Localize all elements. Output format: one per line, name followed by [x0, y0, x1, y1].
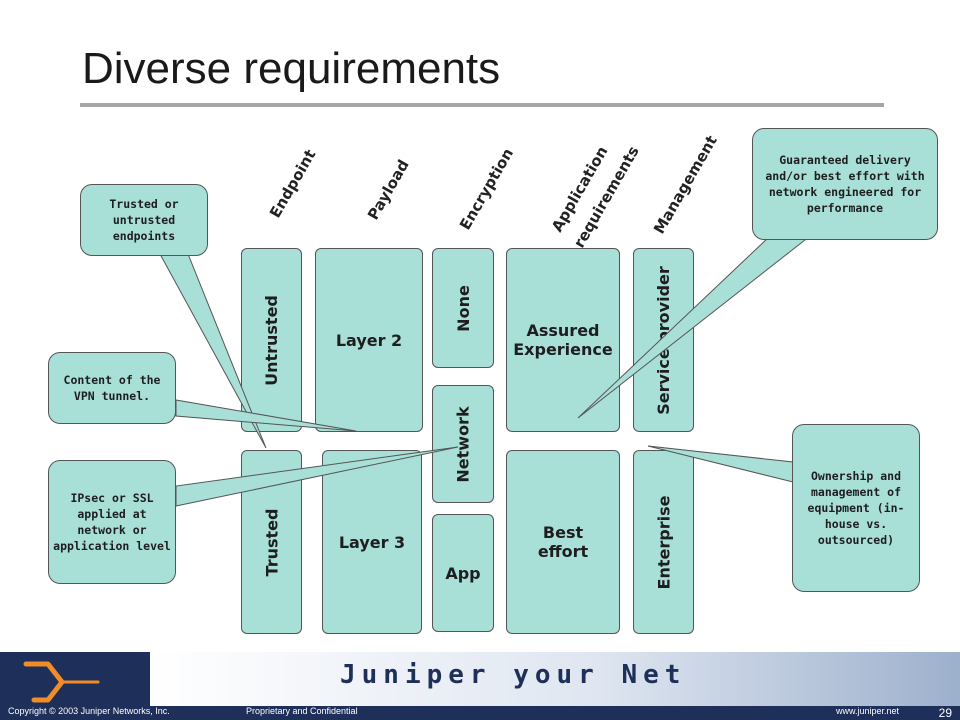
callout-ipsec-ssl: IPsec or SSL applied at network or appli…	[48, 460, 176, 584]
title-divider	[80, 103, 884, 107]
box-layer-3-label: Layer 3	[338, 532, 406, 552]
callout-guaranteed-delivery: Guaranteed delivery and/or best effort w…	[752, 128, 938, 240]
box-best-line2: effort	[537, 542, 589, 561]
callout-ownership: Ownership and management of equipment (i…	[792, 424, 920, 592]
box-best-line1: Best	[542, 523, 584, 542]
footer-bottom-bar	[0, 706, 960, 720]
box-best-effort: Best effort	[506, 450, 620, 634]
box-layer-3: Layer 3	[322, 450, 422, 634]
pointer-vpn-content	[175, 399, 357, 432]
pointer-guaranteed-delivery	[577, 235, 812, 419]
box-layer-2-label: Layer 2	[335, 330, 403, 350]
box-assured-line2: Experience	[513, 340, 613, 359]
footer-website: www.juniper.net	[836, 706, 900, 716]
box-app-label: App	[445, 563, 481, 583]
page-number: 29	[938, 706, 952, 720]
footer-gradient	[150, 652, 960, 708]
box-assured-line1: Assured	[526, 321, 600, 340]
footer-brand-logo: Juniper your Net	[340, 660, 687, 690]
pointer-ownership	[647, 445, 794, 483]
box-assured-experience: Assured Experience	[506, 248, 620, 432]
box-layer-2: Layer 2	[315, 248, 423, 432]
callout-vpn-content: Content of the VPN tunnel.	[48, 352, 176, 424]
slide-title: Diverse requirements	[82, 44, 501, 93]
box-untrusted: Untrusted	[241, 248, 302, 432]
footer-copyright: Copyright © 2003 Juniper Networks, Inc.	[8, 706, 170, 716]
callout-trusted-endpoints: Trusted or untrusted endpoints	[80, 184, 208, 256]
box-network: Network	[432, 385, 494, 503]
footer-proprietary: Proprietary and Confidential	[246, 706, 358, 716]
pointer-ipsec-ssl	[175, 446, 459, 507]
juniper-swoosh-icon	[23, 661, 100, 703]
box-enterprise: Enterprise	[633, 450, 694, 634]
box-none: None	[432, 248, 494, 368]
box-app: App	[432, 514, 494, 632]
